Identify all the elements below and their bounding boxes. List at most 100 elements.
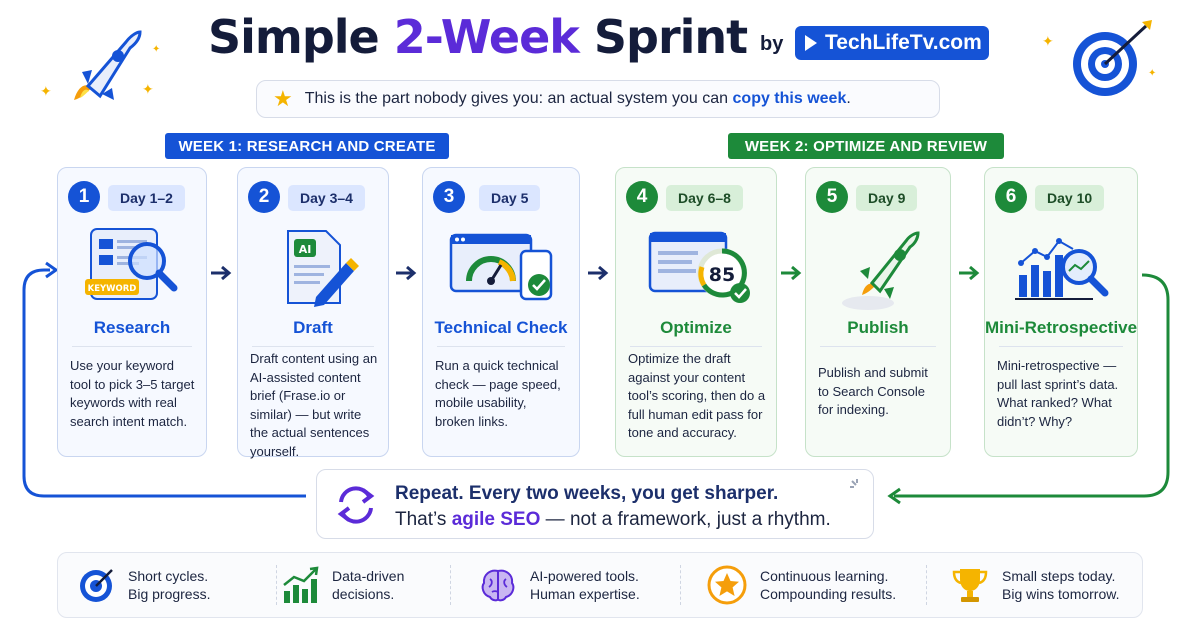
divider	[820, 346, 936, 347]
repeat-headline: Repeat. Every two weeks, you get sharper…	[395, 483, 779, 504]
target-icon: ✦ ✦	[1042, 20, 1156, 96]
benefit-line2: decisions.	[332, 586, 395, 602]
step-day: Day 3–4	[288, 185, 365, 211]
benefits-bar: Short cycles. Big progress. Data-driven de…	[57, 552, 1143, 618]
tagline-text: This is the part nobody gives you: an ac…	[304, 90, 851, 107]
benefit-line2: Compounding results.	[760, 586, 897, 602]
benefit-item: Short cycles. Big progress.	[76, 553, 210, 617]
trophy-icon	[952, 569, 988, 602]
brand-badge[interactable]: TechLifeTv.com	[795, 26, 989, 60]
cycle-arrows-icon	[337, 486, 375, 524]
step-card-technical-check: 3 Day 5 Technical Check Run a quick tech…	[422, 167, 580, 457]
week1-label: WEEK 1: RESEARCH AND CREATE	[165, 133, 449, 159]
flow-arrow	[211, 265, 232, 281]
svg-text:✦: ✦	[152, 44, 160, 55]
step-description: Optimize the draft against your content …	[628, 351, 766, 440]
benefit-line1: Short cycles.	[128, 568, 209, 584]
svg-text:85: 85	[709, 264, 735, 286]
flow-arrow	[959, 265, 980, 281]
repeat-callout: Repeat. Every two weeks, you get sharper…	[316, 469, 874, 539]
divider	[450, 565, 451, 605]
step-title: Technical Check	[434, 318, 568, 337]
tagline: ★ This is the part nobody gives you: an …	[256, 80, 940, 118]
benefit-line1: AI-powered tools.	[530, 568, 639, 584]
step-day: Day 1–2	[108, 185, 185, 211]
benefit-item: Data-driven decisions.	[280, 553, 404, 617]
benefit-line2: Big progress.	[128, 586, 211, 602]
brain-icon	[481, 569, 515, 602]
divider	[999, 346, 1123, 347]
step-description: Mini-retrospective — pull last sprint’s …	[997, 358, 1119, 429]
divider	[276, 565, 277, 605]
svg-text:✦: ✦	[1148, 68, 1156, 79]
step-card-draft: 2 Day 3–4 AI Draft Draft content using a…	[237, 167, 389, 459]
benefit-line1: Data-driven	[332, 568, 405, 584]
step-number: 2	[248, 181, 280, 213]
chart-magnifier-icon	[985, 223, 1137, 313]
flow-arrow	[781, 265, 802, 281]
divider	[72, 346, 192, 347]
divider	[252, 346, 374, 347]
step-card-publish: 5 Day 9 Publish Publish and submit to Se…	[805, 167, 951, 457]
step-title: Research	[93, 318, 171, 337]
step-day: Day 5	[479, 185, 541, 211]
step-description: Use your keyword tool to pick 3–5 target…	[70, 358, 195, 429]
divider	[630, 346, 762, 347]
star-badge-icon	[707, 565, 747, 605]
svg-text:KEYWORD: KEYWORD	[88, 284, 137, 294]
score-badge-icon: 85	[616, 223, 776, 313]
step-number: 6	[995, 181, 1027, 213]
flow-arrow	[396, 265, 417, 281]
step-number: 1	[68, 181, 100, 213]
benefit-item: AI-powered tools. Human expertise.	[478, 553, 640, 617]
divider	[437, 346, 565, 347]
step-description: Publish and submit to Search Console for…	[818, 365, 928, 417]
title-accent: 2-Week	[393, 10, 580, 64]
benefit-line1: Continuous learning.	[760, 568, 889, 584]
svg-text:✦: ✦	[1042, 33, 1054, 49]
step-title: Publish	[847, 318, 909, 337]
flow-arrow	[588, 265, 609, 281]
growth-chart-icon	[283, 566, 319, 603]
rocket-launch-icon	[806, 223, 950, 313]
step-card-optimize: 4 Day 6–8 85 Optimize Optimize the draft…	[615, 167, 777, 457]
keyword-search-icon: KEYWORD	[58, 223, 206, 313]
play-icon	[805, 35, 817, 51]
svg-text:✦: ✦	[40, 83, 52, 99]
week2-label: WEEK 2: OPTIMIZE AND REVIEW	[728, 133, 1004, 159]
divider	[926, 565, 927, 605]
step-card-mini-retrospective: 6 Day 10 Mini-Retrospective Mini-retrosp…	[984, 167, 1138, 457]
title-text: Simple	[208, 10, 394, 64]
benefit-item: Small steps today. Big wins tomorrow.	[950, 553, 1119, 617]
page-title: Simple 2-Week Sprint	[208, 10, 748, 64]
title-text-end: Sprint	[578, 10, 748, 64]
step-number: 4	[626, 181, 658, 213]
divider	[680, 565, 681, 605]
brand-name: TechLifeTv.com	[825, 31, 982, 54]
sparkle-icon	[850, 479, 858, 488]
step-number: 3	[433, 181, 465, 213]
step-day: Day 6–8	[666, 185, 743, 211]
step-description: Draft content using an AI-assisted conte…	[250, 351, 378, 459]
step-title: Mini-Retrospective	[985, 318, 1138, 337]
step-title: Optimize	[660, 318, 732, 337]
step-title: Draft	[293, 318, 333, 337]
step-day: Day 10	[1035, 185, 1105, 211]
step-day: Day 9	[856, 185, 918, 211]
step-number: 5	[816, 181, 848, 213]
benefit-line2: Human expertise.	[530, 586, 640, 602]
svg-text:AI: AI	[299, 243, 312, 256]
ai-document-pen-icon: AI	[238, 223, 388, 313]
benefit-line1: Small steps today.	[1002, 568, 1116, 584]
benefit-line2: Big wins tomorrow.	[1002, 586, 1120, 602]
benefit-item: Continuous learning. Compounding results.	[706, 553, 896, 617]
step-description: Run a quick technical check — page speed…	[435, 358, 561, 429]
rocket-icon: ✦ ✦ ✦	[40, 30, 160, 100]
step-card-research: 1 Day 1–2 KEYWORD Research Use your keyw…	[57, 167, 207, 457]
speed-gauge-devices-icon	[423, 223, 579, 313]
repeat-subline: That’s agile SEO — not a framework, just…	[395, 509, 831, 530]
by-label: by	[760, 33, 784, 55]
target-icon	[80, 569, 113, 602]
star-icon: ★	[273, 86, 293, 111]
